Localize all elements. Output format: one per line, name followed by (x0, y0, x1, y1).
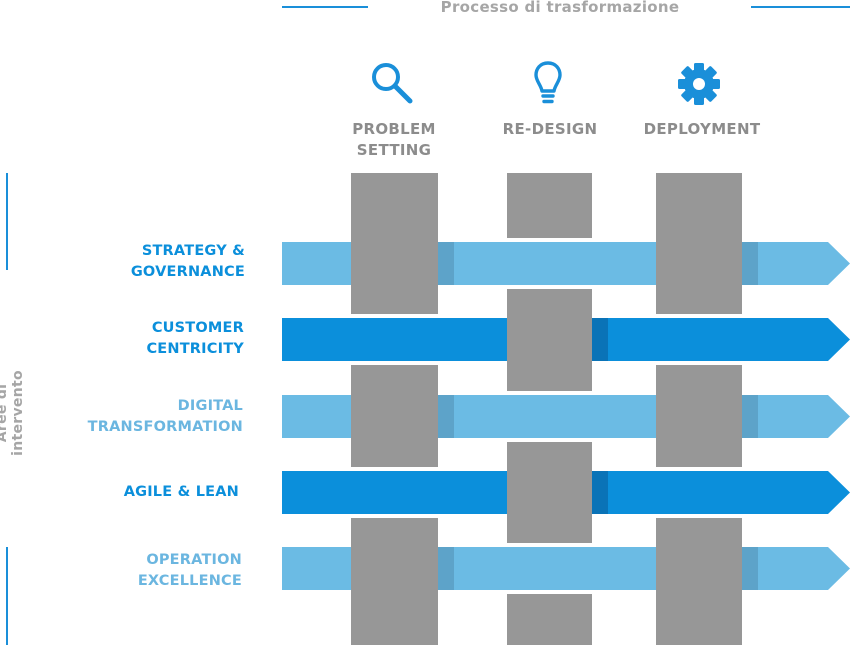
phase-block-3-2 (656, 365, 742, 467)
phase-block-2-2 (507, 289, 592, 391)
area-label-line: AGILE & LEAN (123, 484, 239, 500)
phase-block-1-2 (351, 365, 438, 467)
phase-block-1-1 (351, 173, 438, 314)
title-rule-right (751, 6, 850, 8)
phase-label-deployment: DEPLOYMENT (632, 119, 772, 140)
phase-block-3-3 (656, 518, 742, 645)
magnifier-icon (372, 63, 413, 104)
area-label-operation-excellence: OPERATION EXCELLENCE (138, 550, 242, 592)
phase-label-problem-setting: PROBLEM SETTING (334, 119, 454, 161)
block-shadow-3-3 (742, 395, 758, 438)
area-label-line: EXCELLENCE (137, 573, 242, 589)
block-shadow-2-2 (592, 318, 608, 361)
block-shadow-1-3 (438, 395, 454, 438)
area-label-customer-centricity: CUSTOMER CENTRICITY (146, 318, 244, 360)
block-shadow-1-1 (438, 242, 454, 285)
phase-block-3-1 (656, 173, 742, 314)
title-rule-left (282, 6, 368, 8)
block-shadow-1-5 (438, 547, 454, 590)
area-label-line: CUSTOMER (151, 320, 244, 336)
block-shadow-3-5 (742, 547, 758, 590)
area-label-line: TRANSFORMATION (87, 419, 243, 435)
phase-block-2-1 (507, 173, 592, 238)
area-label-digital-transformation: DIGITAL TRANSFORMATION (88, 396, 243, 438)
phase-label-line: DEPLOYMENT (643, 120, 761, 138)
phase-block-1-3 (351, 518, 438, 645)
phase-label-line: PROBLEM (352, 120, 436, 138)
area-label-strategy-governance: STRATEGY & GOVERNANCE (131, 241, 245, 283)
block-shadow-3-1 (742, 242, 758, 285)
area-label-line: DIGITAL (177, 398, 243, 414)
phase-block-2-4 (507, 594, 592, 645)
area-label-line: STRATEGY & (141, 243, 245, 259)
area-label-line: CENTRICITY (146, 341, 244, 357)
side-rule-bottom (6, 547, 8, 645)
lightbulb-icon (534, 61, 562, 104)
phase-label-line: SETTING (356, 141, 432, 159)
block-shadow-2-4 (592, 471, 608, 514)
area-label-line: OPERATION (146, 552, 242, 568)
gear-icon (678, 63, 720, 105)
area-label-line: GOVERNANCE (130, 264, 245, 280)
phase-label-line: RE-DESIGN (502, 120, 598, 138)
phase-block-2-3 (507, 442, 592, 543)
area-label-agile-lean: AGILE & LEAN (124, 482, 239, 503)
side-rule-top (6, 173, 8, 270)
phase-label-re-design: RE-DESIGN (485, 119, 615, 140)
areas-title: Aree di intervento (0, 370, 26, 456)
process-title: Processo di trasformazione (440, 0, 680, 16)
